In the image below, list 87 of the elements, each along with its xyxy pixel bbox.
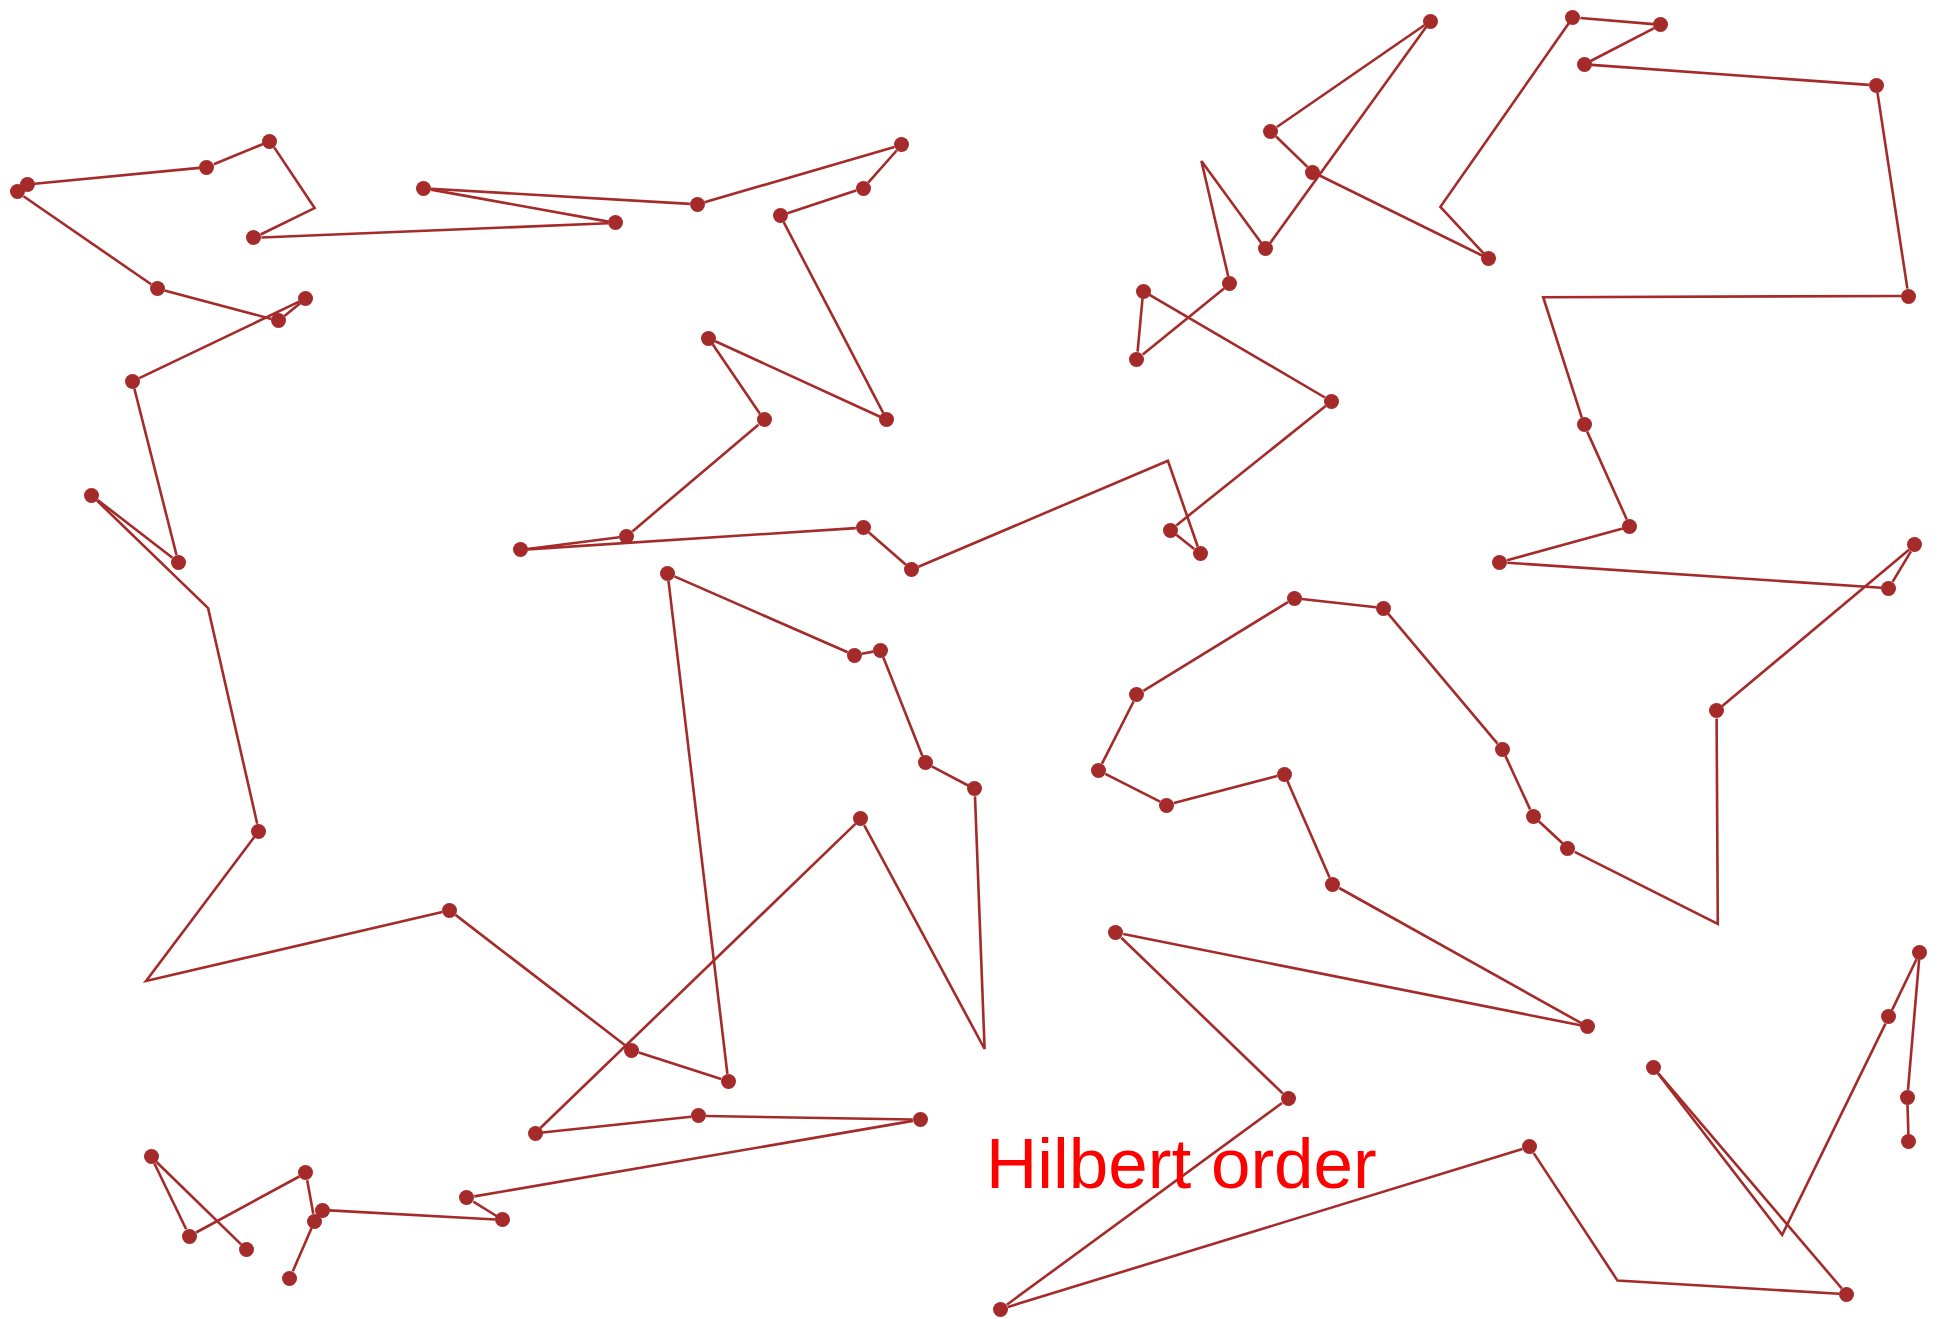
connector-line bbox=[1301, 597, 1377, 609]
connector-line bbox=[673, 575, 849, 654]
connector-line bbox=[1656, 1023, 1887, 1238]
connector-line bbox=[1591, 63, 1869, 87]
connector-line bbox=[1142, 601, 1289, 692]
connector-line bbox=[305, 1180, 315, 1215]
curve-title: Hilbert order bbox=[986, 1128, 1377, 1199]
connector-line bbox=[1123, 932, 1581, 1027]
connector-line bbox=[705, 1114, 913, 1121]
connector-line bbox=[1104, 772, 1161, 803]
connector-line bbox=[1276, 24, 1426, 129]
connector-line bbox=[1504, 755, 1532, 810]
connector-line bbox=[283, 302, 301, 317]
connector-line bbox=[1574, 718, 1720, 926]
connector-line bbox=[1906, 959, 1921, 1090]
connector-line bbox=[1338, 886, 1582, 1025]
connector-line bbox=[1148, 293, 1326, 399]
connector-line bbox=[1120, 936, 1284, 1095]
connector-line bbox=[474, 1119, 913, 1198]
connector-line bbox=[261, 221, 609, 239]
connector-line bbox=[1541, 294, 1902, 419]
connector-line bbox=[918, 458, 1199, 568]
connector-line bbox=[1590, 27, 1655, 63]
connector-line bbox=[22, 195, 152, 286]
connector-line bbox=[291, 1227, 313, 1272]
connector-line bbox=[931, 765, 969, 787]
connector-line bbox=[472, 1200, 498, 1218]
connector-line bbox=[430, 188, 609, 223]
connector-line bbox=[34, 166, 200, 186]
connector-line bbox=[1532, 1152, 1840, 1296]
connector-line bbox=[714, 340, 881, 418]
connector-line bbox=[1657, 1072, 1843, 1290]
connector-line bbox=[1100, 700, 1135, 765]
connector-line bbox=[867, 149, 898, 184]
connector-line bbox=[454, 913, 627, 1047]
connector-line bbox=[329, 1209, 496, 1221]
connector-line bbox=[1200, 159, 1263, 277]
connector-line bbox=[1175, 533, 1195, 550]
connector-line bbox=[164, 289, 272, 321]
connector-line bbox=[542, 1115, 692, 1134]
connector-line bbox=[142, 836, 443, 983]
connector-line bbox=[1173, 774, 1278, 805]
connector-line bbox=[1507, 561, 1882, 590]
connector-line bbox=[638, 1051, 722, 1081]
connector-line bbox=[1175, 405, 1327, 527]
connector-line bbox=[782, 221, 885, 414]
connector-line bbox=[1269, 26, 1428, 244]
connector-line bbox=[431, 187, 690, 206]
connector-line bbox=[787, 189, 857, 215]
connector-line bbox=[1136, 298, 1144, 352]
connector-line bbox=[213, 142, 264, 166]
connector-line bbox=[1286, 780, 1331, 878]
connector-line bbox=[1007, 1147, 1523, 1309]
connector-line bbox=[1319, 174, 1483, 257]
connector-line bbox=[153, 1162, 188, 1230]
connector-line bbox=[96, 498, 174, 559]
connector-line bbox=[1006, 1101, 1283, 1306]
connector-line bbox=[868, 531, 907, 566]
connector-line bbox=[1890, 958, 1918, 1011]
connector-line bbox=[133, 388, 178, 556]
connector-line bbox=[1906, 1104, 1910, 1135]
connector-line bbox=[1387, 613, 1499, 745]
connector-line bbox=[1275, 135, 1309, 168]
connector-line bbox=[1580, 16, 1654, 26]
connector-line bbox=[861, 650, 874, 656]
connector-line bbox=[260, 146, 317, 236]
connector-line bbox=[138, 300, 300, 380]
connector-line bbox=[1537, 820, 1564, 845]
connector-line bbox=[96, 499, 259, 824]
connector-line bbox=[863, 796, 986, 1051]
connector-line bbox=[1721, 548, 1910, 708]
connector-line bbox=[527, 535, 620, 551]
connector-line bbox=[667, 580, 729, 1074]
connector-line bbox=[539, 822, 857, 1129]
connector-line bbox=[195, 1175, 300, 1234]
connector-line bbox=[1891, 550, 1912, 583]
connector-line bbox=[155, 1161, 242, 1246]
connector-line bbox=[527, 526, 856, 551]
connector-line bbox=[882, 656, 924, 757]
connector-line bbox=[1438, 22, 1570, 255]
connector-line bbox=[1141, 287, 1225, 356]
connector-line bbox=[1586, 431, 1628, 521]
connector-line bbox=[704, 145, 895, 204]
connector-line bbox=[711, 343, 761, 415]
connector-line bbox=[1506, 527, 1624, 562]
connector-line bbox=[1876, 92, 1909, 289]
connector-line bbox=[631, 423, 760, 533]
